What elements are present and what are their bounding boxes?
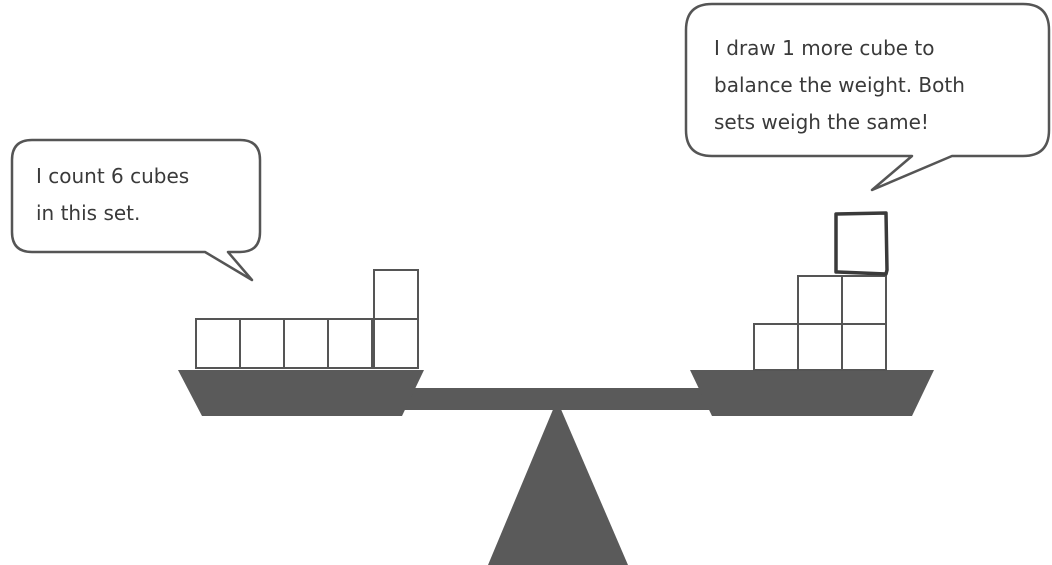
right-pan <box>690 370 934 416</box>
cube <box>328 319 372 368</box>
right-bubble-line-2: balance the weight. Both <box>714 73 965 97</box>
scale-fulcrum <box>488 400 628 565</box>
left-speech-bubble: I count 6 cubes in this set. <box>12 140 260 280</box>
scale-beam <box>398 388 720 410</box>
left-bubble-line-2: in this set. <box>36 201 140 225</box>
right-bubble-line-3: sets weigh the same! <box>714 110 929 134</box>
right-cube-set <box>754 213 887 370</box>
right-bubble-line-1: I draw 1 more cube to <box>714 36 935 60</box>
balance-scale <box>178 370 934 565</box>
left-cube-set <box>196 270 418 368</box>
cube <box>842 276 886 324</box>
cube <box>196 319 240 368</box>
right-speech-bubble: I draw 1 more cube to balance the weight… <box>686 4 1049 190</box>
left-pan <box>178 370 424 416</box>
cropped-text-fragment <box>0 0 175 6</box>
cube <box>374 319 418 368</box>
cube <box>842 324 886 370</box>
cube <box>798 276 842 324</box>
cube <box>374 270 418 319</box>
left-bubble-line-1: I count 6 cubes <box>36 164 189 188</box>
cube <box>754 324 798 370</box>
drawn-cube <box>836 213 887 274</box>
cube <box>798 324 842 370</box>
cube <box>284 319 328 368</box>
cube <box>240 319 284 368</box>
